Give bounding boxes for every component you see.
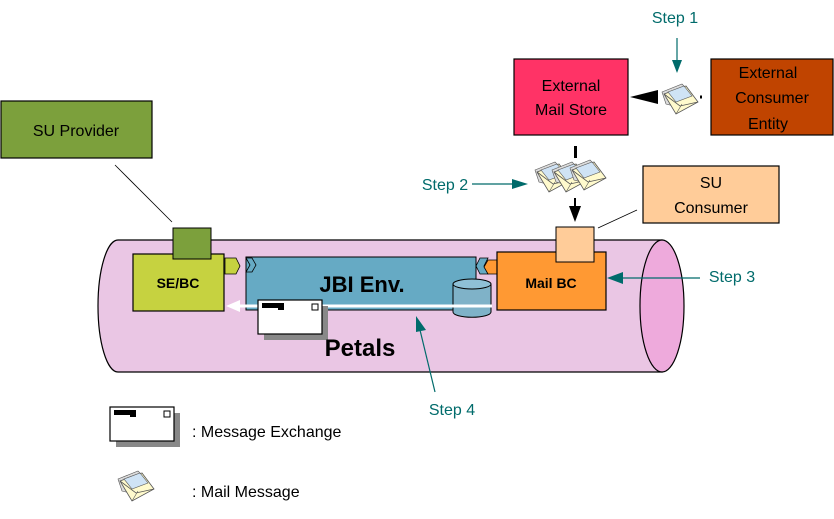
su-provider-label: SU Provider [33, 123, 120, 140]
message-exchange-icon [257, 299, 329, 341]
legend-message-exchange-label: : Message Exchange [192, 424, 342, 441]
legend-mail-message-label: : Mail Message [192, 484, 300, 501]
su-provider-plug [172, 227, 212, 260]
store-down-dash [574, 146, 577, 158]
jbi-env-label: JBI Env. [319, 272, 404, 297]
legend-message-exchange-icon [109, 406, 181, 448]
su-provider-box[interactable] [0, 100, 153, 159]
su-provider-connector-line [114, 164, 173, 223]
mailbc-connector-icon [483, 259, 499, 275]
database-icon [452, 278, 492, 318]
mail-message-icon [661, 83, 699, 115]
mails-arrowhead-icon [569, 206, 581, 222]
mail-bc-label: Mail BC [525, 275, 576, 291]
external-consumer-label-3: Entity [748, 116, 788, 133]
jbi-left-connector-icon [245, 257, 257, 273]
su-consumer-connector-line [597, 209, 638, 229]
step-2-arrowhead-icon [512, 179, 528, 189]
step-4-line [419, 329, 436, 393]
su-consumer-box[interactable] [642, 165, 780, 224]
se-bc-label: SE/BC [157, 275, 200, 291]
store-arrowhead-icon [630, 90, 658, 104]
external-consumer-label-2: Consumer [735, 90, 809, 107]
message-flow-arrowhead-icon [226, 300, 240, 312]
external-mail-store-box[interactable] [513, 58, 629, 136]
su-consumer-label-2: Consumer [674, 200, 748, 217]
step-3-label: Step 3 [709, 269, 755, 286]
su-consumer-label-1: SU [700, 175, 722, 192]
step-4-arrowhead-icon [416, 316, 426, 332]
step-4-label: Step 4 [429, 402, 475, 419]
petals-label: Petals [325, 335, 396, 362]
step-2-label: Step 2 [422, 177, 468, 194]
legend-mail-message-icon [117, 470, 155, 502]
su-consumer-plug [555, 226, 595, 263]
external-consumer-box[interactable] [710, 58, 834, 136]
external-consumer-label-1: External [739, 65, 798, 82]
step-1-arrowhead-icon [672, 60, 682, 73]
external-mail-store-label-2: Mail Store [535, 102, 607, 119]
petals-cylinder-end [639, 239, 685, 373]
sebc-connector-icon [224, 257, 241, 275]
external-mail-store-label-1: External [542, 78, 601, 95]
step-1-label: Step 1 [652, 10, 698, 27]
step-3-arrowhead-icon [607, 272, 623, 284]
